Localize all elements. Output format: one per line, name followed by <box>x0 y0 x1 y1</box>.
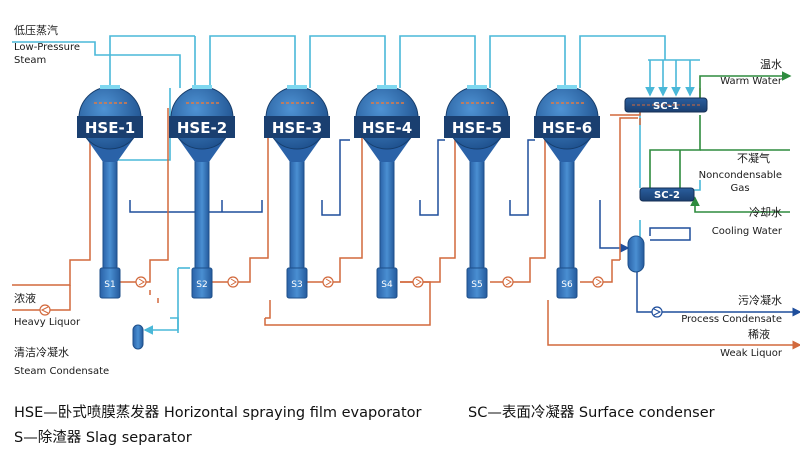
warm-water-en: Warm Water <box>720 76 783 87</box>
evaporator-nozzle <box>192 85 212 89</box>
evaporator-label: HSE-5 <box>452 119 502 137</box>
pump-icon <box>322 276 334 288</box>
evaporator-label: HSE-3 <box>272 119 322 137</box>
pump-arrow <box>415 278 422 286</box>
warm-water-cn: 温水 <box>760 58 782 71</box>
evaporator-3: HSE-3S3 <box>264 85 330 299</box>
pump-1 <box>135 276 147 288</box>
slag-separator-label: S4 <box>381 280 393 290</box>
legend-sc: SC—表面冷凝器 Surface condenser <box>468 405 715 421</box>
evaporator-nozzle <box>377 85 397 89</box>
evaporator-label-plate <box>534 116 600 138</box>
weak-liquor-cn: 稀液 <box>748 327 770 341</box>
sc1-label: SC-1 <box>653 101 679 112</box>
process-condensate-en: Process Condensate <box>681 314 782 325</box>
low-pressure-steam-en-1: Low-Pressure <box>14 42 80 53</box>
slag-separator-label: S6 <box>561 280 573 290</box>
condensate-tank <box>627 235 645 273</box>
noncondensable-en-2: Gas <box>730 183 749 194</box>
pump-3 <box>322 276 334 288</box>
pump-arrow <box>325 278 332 286</box>
pump-icon <box>227 276 239 288</box>
noncondensable-en-1: Noncondensable <box>699 170 782 181</box>
pump-group <box>135 276 604 288</box>
noncondensable-cn: 不凝气 <box>737 151 770 165</box>
pump-icon <box>135 276 147 288</box>
slag-separator <box>99 267 121 299</box>
evaporator-nozzle <box>557 85 577 89</box>
evaporator-label-plate <box>169 116 235 138</box>
cooling-water-cn: 冷却水 <box>749 206 782 219</box>
pump-2 <box>227 276 239 288</box>
slag-separator <box>556 267 578 299</box>
evaporator-4: HSE-4S4 <box>354 85 420 299</box>
evaporator-nozzle <box>467 85 487 89</box>
evaporator-label: HSE-2 <box>177 119 227 137</box>
evaporator-label-plate <box>77 116 143 138</box>
pump-4 <box>412 276 424 288</box>
slag-separator <box>191 267 213 299</box>
evaporator-1: HSE-1S1 <box>77 85 143 299</box>
evaporator-5: HSE-5S5 <box>444 85 510 299</box>
surface-condenser-sc2: SC-2 <box>639 187 695 202</box>
legend-hse: HSE—卧式喷膜蒸发器 Horizontal spraying film eva… <box>14 405 422 421</box>
slag-separator <box>466 267 488 299</box>
cooling-water-en: Cooling Water <box>712 226 783 237</box>
pump-heavy-liquor <box>39 304 51 316</box>
evaporator-nozzle <box>100 85 120 89</box>
sc2-label: SC-2 <box>654 190 680 201</box>
steam-condensate-tank <box>132 324 144 350</box>
evaporator-nozzle <box>287 85 307 89</box>
heavy-liquor-en: Heavy Liquor <box>14 317 81 328</box>
evaporator-label-plate <box>444 116 510 138</box>
pump-arrow <box>230 278 237 286</box>
low-pressure-steam-en-2: Steam <box>14 55 46 66</box>
slag-separator-label: S2 <box>196 280 207 290</box>
pump-icon <box>592 276 604 288</box>
evaporator-label-plate <box>264 116 330 138</box>
low-pressure-steam-cn: 低压蒸汽 <box>14 23 58 37</box>
pump-5 <box>502 276 514 288</box>
pump-arrow <box>138 278 145 286</box>
slag-separator <box>286 267 308 299</box>
pump-icon <box>502 276 514 288</box>
evaporator-group: HSE-1S1 HSE-2S2 HSE-3S3 HSE-4S4 HSE-5S5 HSE-6… <box>77 85 600 299</box>
evaporator-2: HSE-2S2 <box>169 85 235 299</box>
slag-separator-label: S5 <box>471 280 482 290</box>
liquor-lines <box>12 88 800 350</box>
legend-s: S—除渣器 Slag separator <box>14 430 192 446</box>
slag-separator-label: S1 <box>104 280 115 290</box>
evaporator-label: HSE-6 <box>542 119 592 137</box>
process-condensate-cn: 污冷凝水 <box>738 293 782 307</box>
slag-separator-label: S3 <box>291 280 302 290</box>
surface-condenser-sc1: SC-1 <box>624 97 708 113</box>
evaporator-label: HSE-4 <box>362 119 412 137</box>
pump-arrow <box>505 278 512 286</box>
steam-condensate-en: Steam Condensate <box>14 366 109 377</box>
heavy-liquor-cn: 浓液 <box>14 291 36 305</box>
pump-process-condensate <box>651 306 663 318</box>
pump-arrow <box>595 278 602 286</box>
evaporator-label: HSE-1 <box>85 119 135 137</box>
weak-liquor-en: Weak Liquor <box>720 348 783 359</box>
evaporator-6: HSE-6S6 <box>534 85 600 299</box>
steam-condensate-cn: 清洁冷凝水 <box>14 345 69 359</box>
evaporator-label-plate <box>354 116 420 138</box>
pump-6 <box>592 276 604 288</box>
slag-separator <box>376 267 398 299</box>
pump-icon <box>412 276 424 288</box>
